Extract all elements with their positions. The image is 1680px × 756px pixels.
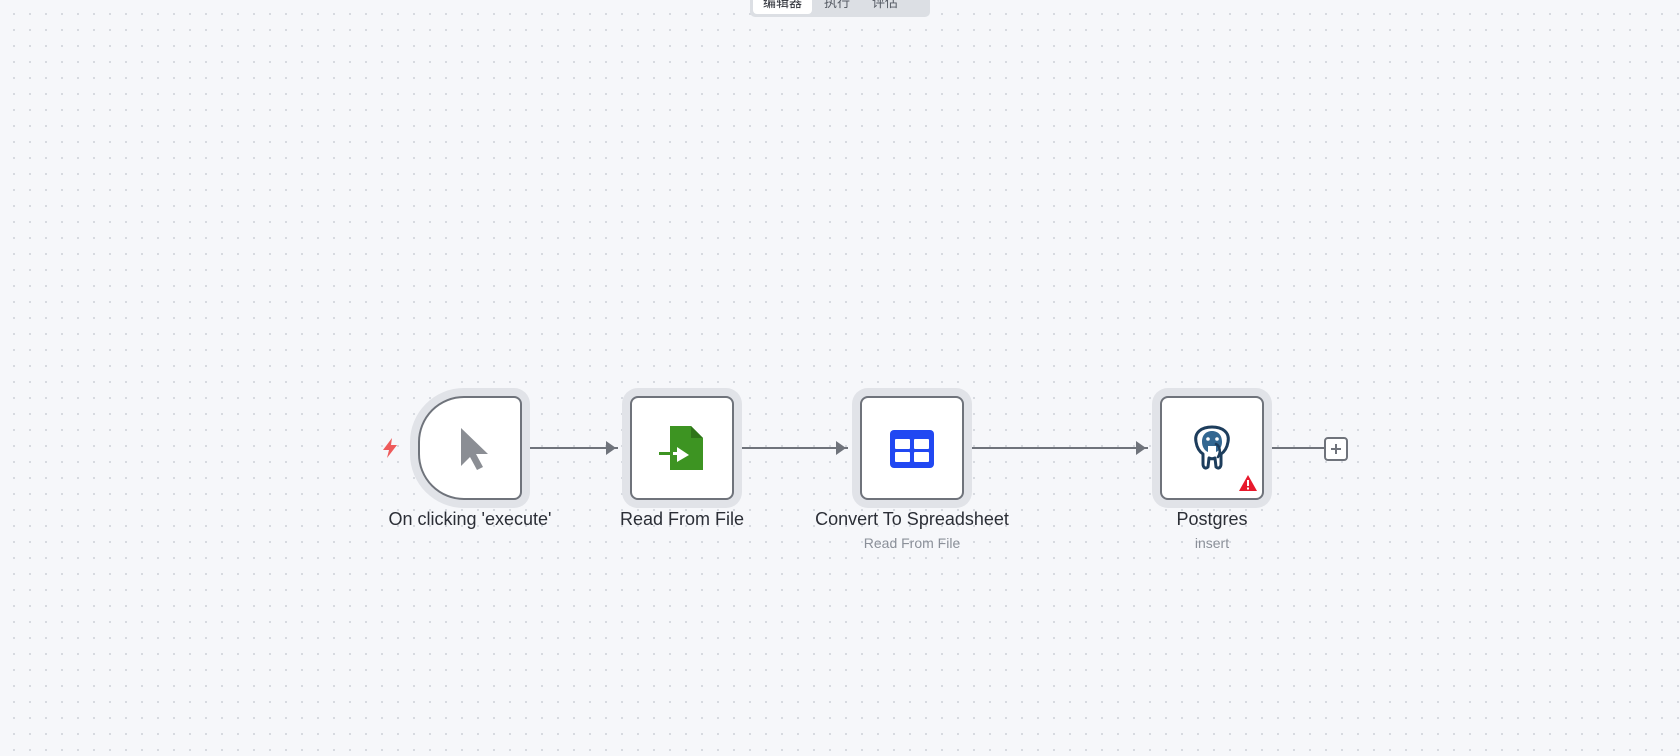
- arrowhead: [606, 441, 616, 455]
- spreadsheet-grid-icon: [890, 430, 934, 468]
- node-subtitle-postgres: insert: [1194, 535, 1230, 551]
- node-subtitle-convert-to-spreadsheet: Read From File: [863, 535, 961, 551]
- node-label-convert-to-spreadsheet: Convert To Spreadsheet: [815, 509, 1009, 529]
- tab-executions[interactable]: 执行: [824, 0, 851, 10]
- node-label-manual-trigger: On clicking 'execute': [388, 509, 552, 529]
- trigger-bolt-icon: [383, 438, 397, 458]
- node-manual-trigger[interactable]: [418, 396, 522, 500]
- postgres-elephant-icon: [1194, 425, 1230, 470]
- arrowhead: [836, 441, 846, 455]
- tab-evaluations[interactable]: 评估: [872, 0, 899, 10]
- add-node-button[interactable]: [1324, 437, 1348, 461]
- node-convert-to-spreadsheet[interactable]: [860, 396, 964, 500]
- warning-icon[interactable]: [1238, 474, 1258, 492]
- node-label-read-from-file: Read From File: [619, 509, 745, 529]
- tab-editor[interactable]: 编辑器: [753, 0, 813, 14]
- node-read-from-file[interactable]: [630, 396, 734, 500]
- arrowhead: [1136, 441, 1146, 455]
- node-label-postgres: Postgres: [1176, 509, 1248, 529]
- cursor-arrow-icon: [461, 428, 488, 470]
- file-import-icon: [659, 426, 703, 470]
- node-postgres[interactable]: [1160, 396, 1264, 500]
- view-tab-switcher: 编辑器 执行 评估: [750, 0, 930, 17]
